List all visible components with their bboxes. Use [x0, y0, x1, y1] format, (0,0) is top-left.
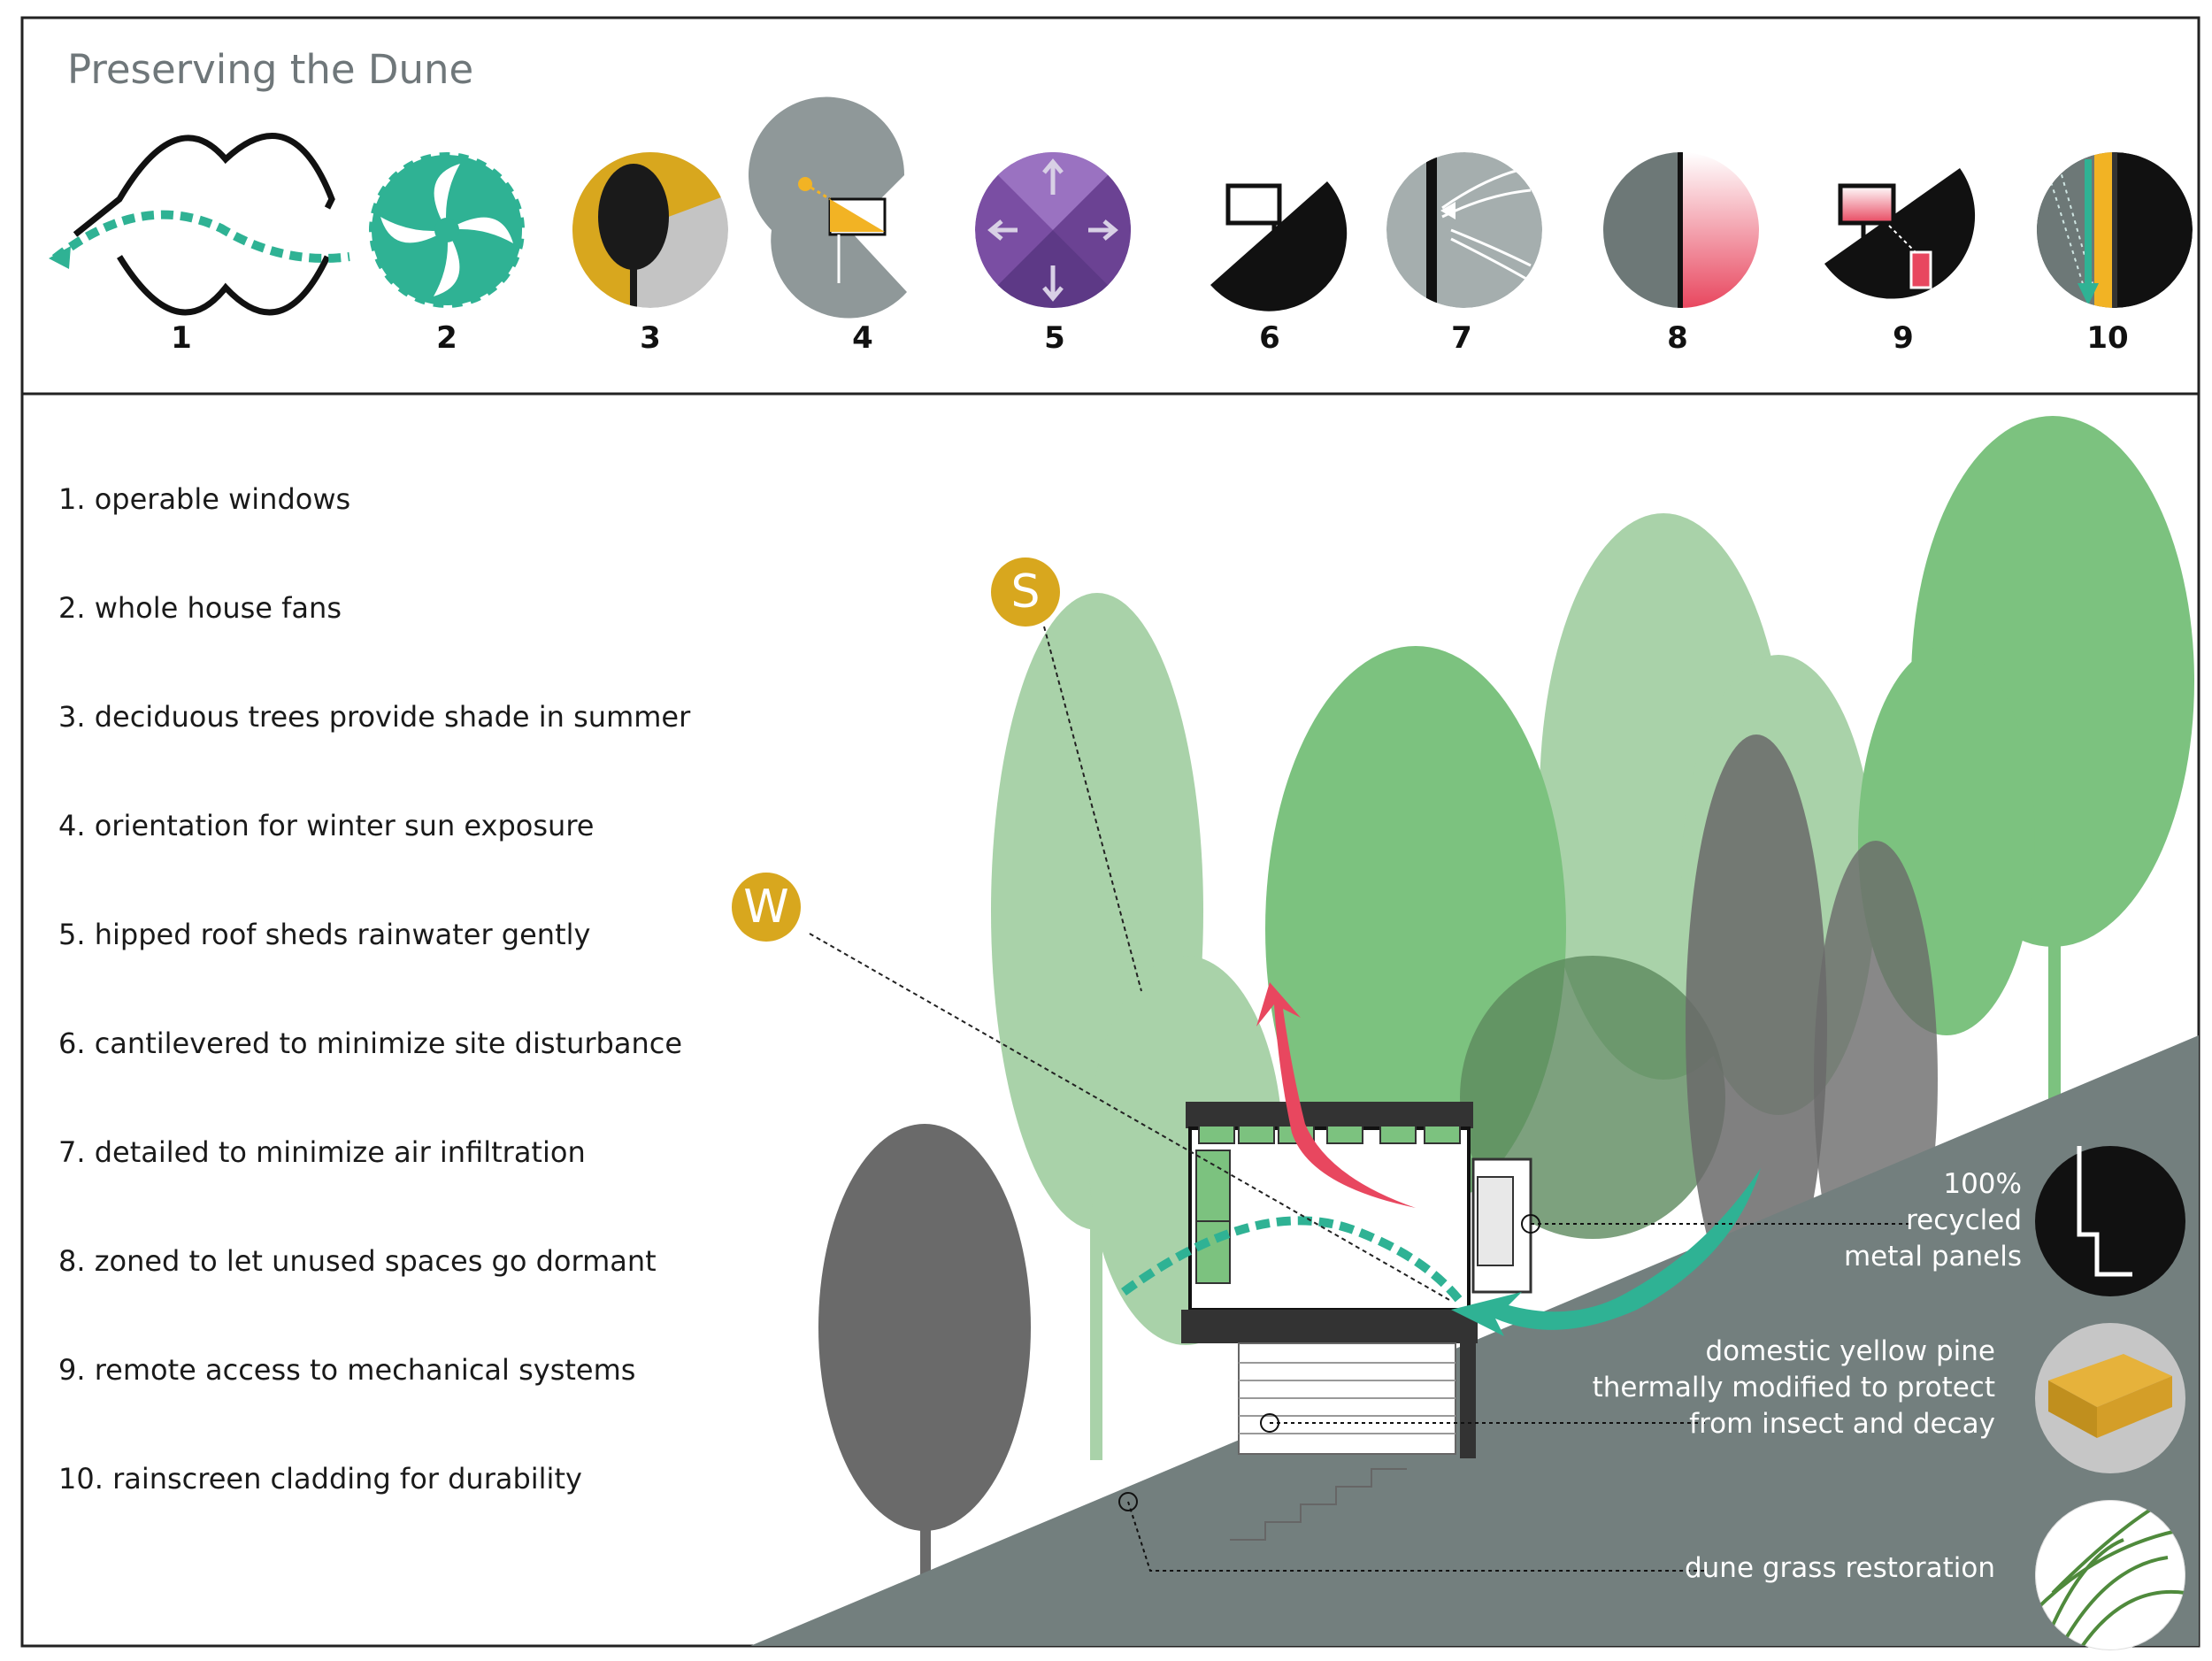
dune-grass-leader [1127, 1501, 1708, 1572]
page-title: Preserving the Dune [67, 46, 474, 93]
winter-sun-orientation-icon [749, 96, 907, 319]
icon-number-10: 10 [2086, 320, 2129, 356]
legend-item: 4. orientation for winter sun exposure [58, 809, 595, 842]
legend-item: 10. rainscreen cladding for durability [58, 1462, 582, 1496]
remote-access-icon [1824, 168, 1976, 299]
metal-panel-icon [2035, 1146, 2185, 1296]
dune-grass-label: dune grass restoration [1684, 1552, 1995, 1584]
icon-number-4: 4 [852, 320, 873, 356]
metal-panel-label: 100% recycled metal panels [1843, 1168, 2022, 1273]
zoned-spaces-icon [1603, 152, 1759, 308]
icon-number-5: 5 [1044, 320, 1065, 356]
icon-number-7: 7 [1451, 320, 1472, 356]
yellow-pine-board-icon [2035, 1323, 2185, 1473]
rainscreen-cladding-icon [2037, 152, 2193, 308]
icon-number-2: 2 [436, 320, 457, 356]
icon-number-3: 3 [640, 320, 661, 356]
icon-number-9: 9 [1893, 320, 1914, 356]
legend-item: 8. zoned to let unused spaces go dormant [58, 1244, 657, 1278]
legend-item: 9. remote access to mechanical systems [58, 1353, 636, 1387]
winter-sun-marker: W [732, 873, 801, 942]
warm-air-exhaust-arrow [1256, 982, 1416, 1208]
deciduous-tree-icon [572, 152, 728, 308]
icon-number-8: 8 [1667, 320, 1688, 356]
legend-item: 2. whole house fans [58, 591, 342, 625]
dune-grass-icon [2035, 1500, 2185, 1650]
cantilever-icon [1210, 181, 1348, 311]
winter-sun-leader [809, 933, 1452, 1302]
legend-item: 5. hipped roof sheds rainwater gently [58, 918, 591, 951]
yellow-pine-label: domestic yellow pine thermally modified … [1592, 1335, 1995, 1440]
summer-sun-leader [1043, 626, 1142, 992]
legend-item: 6. cantilevered to minimize site disturb… [58, 1027, 683, 1060]
legend-item: 1. operable windows [58, 482, 351, 516]
air-infiltration-icon [1386, 152, 1542, 308]
icon-number-1: 1 [171, 320, 192, 356]
whole-house-fan-icon [366, 150, 527, 311]
operable-windows-icon [49, 133, 350, 316]
legend-item: 7. detailed to minimize air infiltration [58, 1135, 586, 1169]
icon-number-6: 6 [1259, 320, 1280, 356]
legend-item: 3. deciduous trees provide shade in summ… [58, 700, 691, 734]
cool-air-intake-arrow [1451, 1168, 1761, 1336]
hipped-roof-icon [975, 152, 1131, 308]
summer-sun-marker: S [991, 558, 1060, 627]
